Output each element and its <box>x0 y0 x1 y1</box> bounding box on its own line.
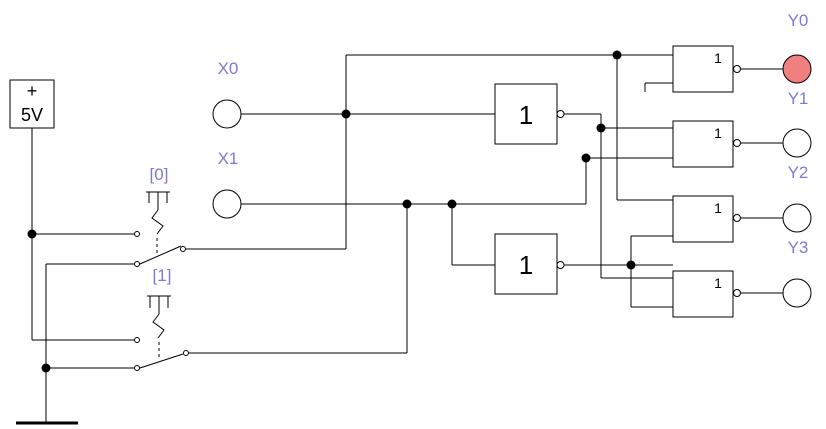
gate-3: 1 <box>672 270 741 318</box>
output-label-y0: Y0 <box>788 11 809 30</box>
gate-2-symbol: 1 <box>714 200 722 216</box>
output-label-y2: Y2 <box>788 163 809 182</box>
supply-voltage-label: 5V <box>21 105 43 125</box>
output-probe-y0 <box>782 54 812 84</box>
gate-0-symbol: 1 <box>714 50 722 66</box>
junctions <box>27 50 636 373</box>
output-label-y3: Y3 <box>788 238 809 257</box>
input-x1: X1 <box>212 149 242 219</box>
gate-1-symbol: 1 <box>714 125 722 141</box>
supply-plus: + <box>27 81 38 101</box>
input-x1-label: X1 <box>218 149 239 168</box>
output-probe-y1 <box>782 128 812 158</box>
switch-1-label: [1] <box>153 266 172 285</box>
input-x0: X0 <box>212 59 242 129</box>
supply-5v: + 5V <box>9 79 55 129</box>
input-x0-label: X0 <box>218 59 239 78</box>
gate-2: 1 <box>672 195 741 243</box>
inverter-x1-symbol: 1 <box>519 250 533 280</box>
switch-0[interactable]: [0] <box>134 165 186 267</box>
inverter-x1: 1 <box>494 233 565 295</box>
inverter-x0-symbol: 1 <box>519 100 533 130</box>
output-probe-y3 <box>782 278 812 308</box>
inverter-x0: 1 <box>494 83 565 145</box>
output-probes: Y0 Y1 Y2 Y3 <box>782 11 812 308</box>
output-probe-y2 <box>782 203 812 233</box>
output-label-y1: Y1 <box>788 89 809 108</box>
wires <box>31 54 783 422</box>
switch-0-label: [0] <box>150 165 169 184</box>
gate-3-symbol: 1 <box>714 275 722 291</box>
gate-0: 1 <box>672 45 741 93</box>
switch-1[interactable]: [1] <box>134 266 189 371</box>
gate-1: 1 <box>672 120 741 168</box>
